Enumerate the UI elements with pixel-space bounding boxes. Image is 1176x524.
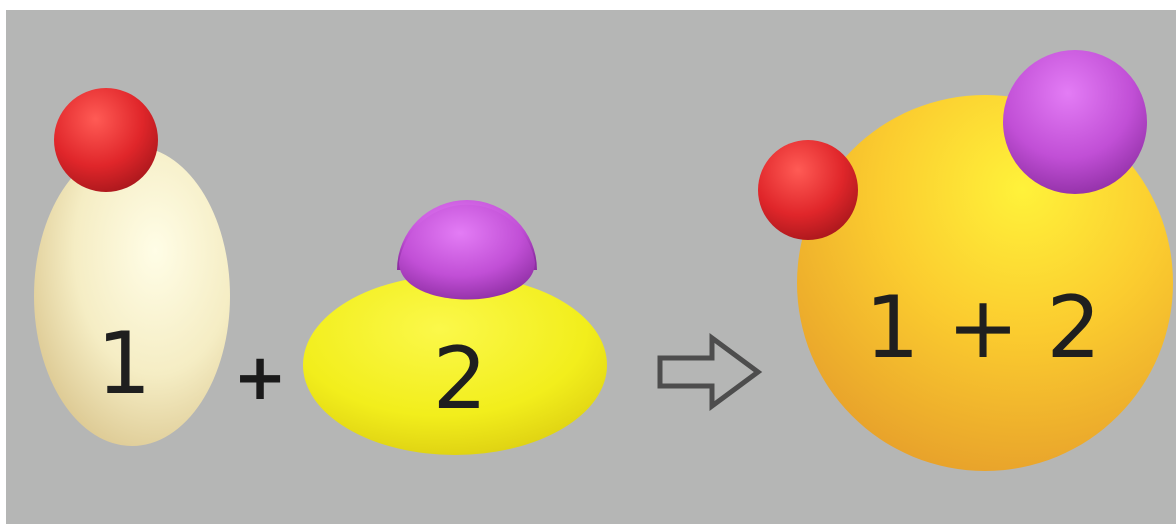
purple-sphere-2: [399, 204, 535, 300]
result-label: 1 + 2: [865, 278, 1101, 378]
body-1-ellipsoid: [34, 146, 230, 446]
body-2-label: 2: [433, 329, 488, 429]
result-body: 1 + 2: [758, 50, 1173, 471]
purple-sphere-result: [1003, 50, 1147, 194]
plus-sign: +: [233, 341, 287, 415]
red-sphere-result: [758, 140, 858, 240]
body-2-ellipsoid: [303, 275, 607, 455]
body-2: 2: [303, 200, 607, 455]
body-1-label: 1: [97, 314, 152, 414]
body-1: 1: [34, 88, 230, 446]
hollow-right-arrow-icon: [657, 333, 763, 411]
red-sphere-1: [54, 88, 158, 192]
